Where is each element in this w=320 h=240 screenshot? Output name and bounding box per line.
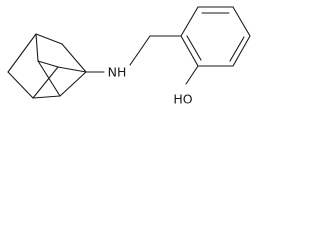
cage-bond [7, 71, 34, 99]
adamantyl-cage [7, 33, 87, 99]
ring-to-hydroxyl-bond [185, 65, 199, 85]
hydroxyl-label: HO [173, 92, 192, 107]
cage-bond [7, 33, 37, 73]
cage-bond [32, 95, 61, 99]
amine-label: NH [108, 65, 127, 80]
cage-bond [61, 43, 87, 73]
cage-bond [37, 60, 59, 68]
cage-bond [35, 33, 63, 45]
cage-bond [35, 33, 39, 62]
ring-bond [232, 35, 251, 67]
ring-bond [180, 35, 199, 67]
nitrogen-to-methylene-bond [129, 35, 151, 66]
aminomethyl-linker [85, 35, 182, 73]
ring-inner-double-bond [186, 35, 202, 61]
cage-bond [57, 66, 87, 73]
ring-bond [180, 6, 199, 37]
ring-bond [232, 6, 251, 37]
cage-bond [59, 71, 87, 97]
ring-inner-double-bond [229, 36, 245, 62]
chemical-structure: NH HO [7, 6, 251, 107]
cage-bond [32, 66, 59, 99]
phenol-ring [180, 6, 251, 85]
